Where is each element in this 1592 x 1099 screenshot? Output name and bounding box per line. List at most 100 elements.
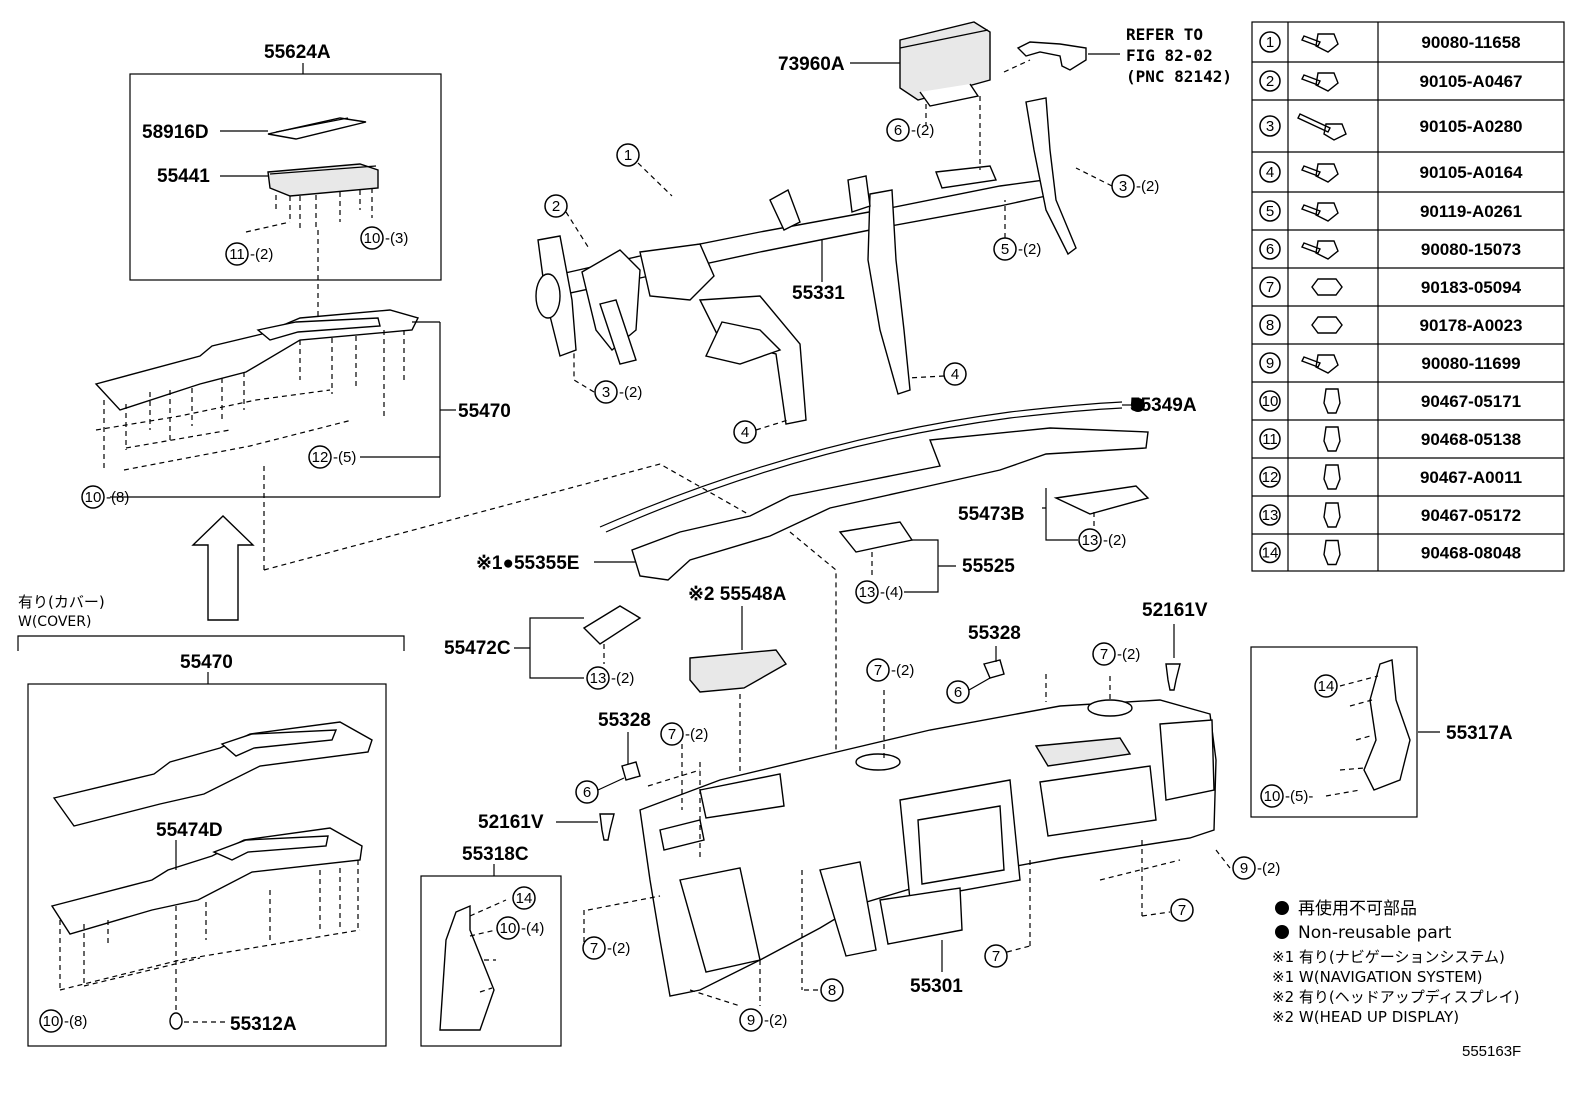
fastener-number-circle: [1259, 200, 1281, 222]
part-label-55349A[interactable]: 55349A: [1130, 395, 1197, 416]
part-label-55328-right[interactable]: 55328: [968, 623, 1021, 644]
part-label-55441[interactable]: 55441: [157, 166, 210, 187]
callout-13[interactable]: 13-(2): [586, 666, 634, 690]
part-label-73960A[interactable]: 73960A: [778, 54, 845, 75]
callout-9[interactable]: 9-(2): [739, 1008, 787, 1032]
callout-7[interactable]: 7: [984, 944, 1008, 968]
callout-7[interactable]: 7-(2): [660, 722, 708, 746]
callout-13[interactable]: 13-(4): [855, 580, 903, 604]
legend-jp[interactable]: 再使用不可部品: [1298, 898, 1417, 919]
callout-10[interactable]: 10-(3): [360, 226, 408, 250]
part-label-55312A[interactable]: 55312A: [230, 1014, 297, 1035]
part-55318C: [439, 904, 495, 1031]
part-label-55317A[interactable]: 55317A: [1446, 723, 1513, 744]
note-1-en[interactable]: ※1 W(NAVIGATION SYSTEM): [1272, 968, 1483, 986]
refer-note-line-1[interactable]: REFER TO: [1126, 25, 1203, 44]
part-label-55328-left[interactable]: 55328: [598, 710, 651, 731]
callout-7[interactable]: 7-(2): [866, 658, 914, 682]
part-label-55318C[interactable]: 55318C: [462, 844, 529, 865]
part-label-55355E[interactable]: ※1●55355E: [476, 553, 579, 574]
part-label-52161V-right[interactable]: 52161V: [1142, 600, 1208, 621]
part-label-55473B[interactable]: 55473B: [958, 504, 1025, 525]
callout-10[interactable]: 10-(8): [81, 485, 129, 509]
bolt-icon: [1301, 163, 1339, 183]
callout-10[interactable]: 10-(5)-: [1260, 784, 1313, 808]
part-label-55474D[interactable]: 55474D: [156, 820, 223, 841]
note-2-jp[interactable]: ※2 有り(ヘッドアップディスプレイ): [1272, 988, 1520, 1006]
callout-10[interactable]: 10-(4): [496, 916, 544, 940]
steering-support-55331: 55331: [535, 97, 1077, 425]
fastener-part-number: 90105-A0164: [1419, 163, 1523, 182]
figure-id[interactable]: 555163F: [1462, 1043, 1521, 1060]
callout-6[interactable]: 6-(2): [886, 118, 934, 142]
upper-panels: 55349A ※1●55355E 55473B 55525 ※2 55548A …: [263, 395, 1197, 826]
callout-7[interactable]: 7-(2): [582, 936, 630, 960]
part-55548A: [689, 649, 788, 693]
part-label-55470-lower[interactable]: 55470: [180, 652, 233, 673]
part-label-58916D[interactable]: 58916D: [142, 122, 209, 143]
fastener-row[interactable]: 4 90105-A0164: [1259, 161, 1523, 183]
fastener-number: 5: [1266, 203, 1274, 220]
non-reusable-dot-icon: [1275, 925, 1289, 939]
cover-caption-en[interactable]: W(COVER): [18, 614, 91, 630]
part-55473B: [1053, 485, 1150, 515]
callout-10[interactable]: 10-(8): [39, 1009, 87, 1033]
callout-14[interactable]: 14: [512, 886, 536, 910]
refer-note-line-2[interactable]: FIG 82-02: [1126, 46, 1213, 65]
bolt-icon: [1301, 354, 1339, 374]
callout-7[interactable]: 7-(2): [1092, 642, 1140, 666]
legend-en[interactable]: Non-reusable part: [1298, 923, 1452, 943]
part-label-52161V-left[interactable]: 52161V: [478, 812, 544, 833]
part-label-55548A[interactable]: ※2 55548A: [688, 584, 787, 605]
part-label-55525[interactable]: 55525: [962, 556, 1015, 577]
fastener-number-circle: [1259, 466, 1281, 488]
refer-note-line-3[interactable]: (PNC 82142): [1126, 67, 1232, 86]
part-55317A: [1363, 659, 1411, 791]
note-1-jp[interactable]: ※1 有り(ナビゲーションシステム): [1272, 948, 1505, 966]
part-label-55472C[interactable]: 55472C: [444, 638, 511, 659]
callout-2[interactable]: 2: [544, 194, 568, 218]
part-label-55624A[interactable]: 55624A: [264, 42, 331, 63]
callout-5[interactable]: 5-(2): [993, 237, 1041, 261]
callout-3[interactable]: 3-(2): [1111, 174, 1159, 198]
part-55525: [838, 521, 914, 553]
callout-4[interactable]: 4: [733, 420, 757, 444]
callout-4[interactable]: 4: [943, 362, 967, 386]
callout-14[interactable]: 14: [1314, 674, 1338, 698]
svg-text:1: 1: [624, 147, 632, 164]
note-2-en[interactable]: ※2 W(HEAD UP DISPLAY): [1272, 1008, 1459, 1026]
fastener-number: 1: [1266, 34, 1274, 51]
part-label-55470-upper[interactable]: 55470: [458, 401, 511, 422]
fastener-number: 4: [1266, 164, 1274, 181]
callout-6[interactable]: 6: [575, 780, 599, 804]
callout-9[interactable]: 9-(2): [1232, 856, 1280, 880]
callout-13[interactable]: 13-(2): [1078, 528, 1126, 552]
part-label-55301[interactable]: 55301: [910, 976, 963, 997]
callout-1[interactable]: 1: [616, 143, 640, 167]
callout-7[interactable]: 7: [1170, 898, 1194, 922]
callout-11[interactable]: 11-(2): [225, 242, 273, 266]
inset-55318C: 55318C: [420, 844, 562, 1047]
cover-caption-jp[interactable]: 有り(カバー): [18, 593, 105, 611]
bolt-icon: [1301, 240, 1339, 260]
callout-6[interactable]: 6: [946, 680, 970, 704]
callout-8[interactable]: 8: [820, 978, 844, 1002]
inset-box: [129, 73, 442, 281]
callout-12[interactable]: 12-(5): [308, 445, 356, 469]
callout-3[interactable]: 3-(2): [594, 380, 642, 404]
part-label-55331[interactable]: 55331: [792, 283, 845, 304]
svg-text:13: 13: [859, 584, 876, 601]
